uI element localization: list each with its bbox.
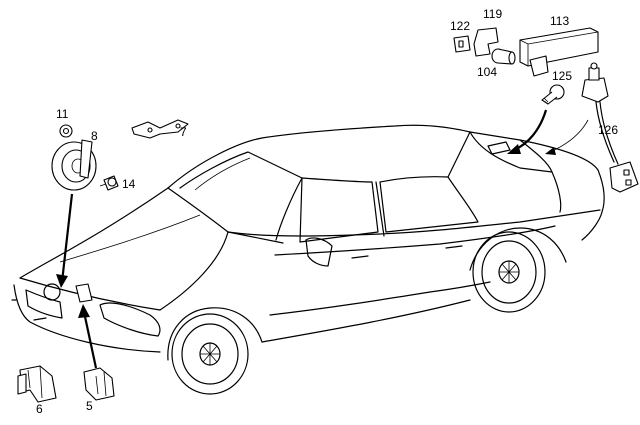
part-104-sensor	[491, 48, 516, 65]
callout-8: 8	[91, 129, 98, 143]
callout-11: 11	[56, 107, 69, 121]
callout-126: 126	[598, 123, 618, 137]
callout-113: 113	[550, 14, 569, 28]
part-14-screw	[99, 175, 119, 191]
callout-14: 14	[122, 177, 136, 191]
callout-122: 122	[450, 19, 470, 33]
leader-arrows	[56, 109, 589, 369]
callout-5: 5	[86, 399, 93, 413]
part-125-rivet	[541, 84, 565, 105]
part-122-bracket	[453, 35, 471, 53]
callout-119: 119	[483, 7, 502, 21]
part-8-horn	[51, 139, 97, 191]
part-5-bracket	[83, 367, 115, 401]
part-6-bracket	[17, 365, 57, 403]
callout-labels: 122 119 113 104 125 126 11 8 7 14 6 5	[36, 7, 618, 416]
part-11-nut	[59, 124, 73, 138]
callout-6: 6	[36, 402, 43, 416]
callout-104: 104	[477, 65, 497, 79]
car-illustration	[11, 124, 605, 395]
part-126-hood-switch	[581, 62, 639, 193]
part-119-bracket	[473, 27, 499, 57]
part-113-control-module	[519, 27, 599, 77]
callout-7: 7	[180, 125, 187, 139]
callout-125: 125	[552, 69, 572, 83]
part-7-mounting-plate	[131, 119, 189, 139]
